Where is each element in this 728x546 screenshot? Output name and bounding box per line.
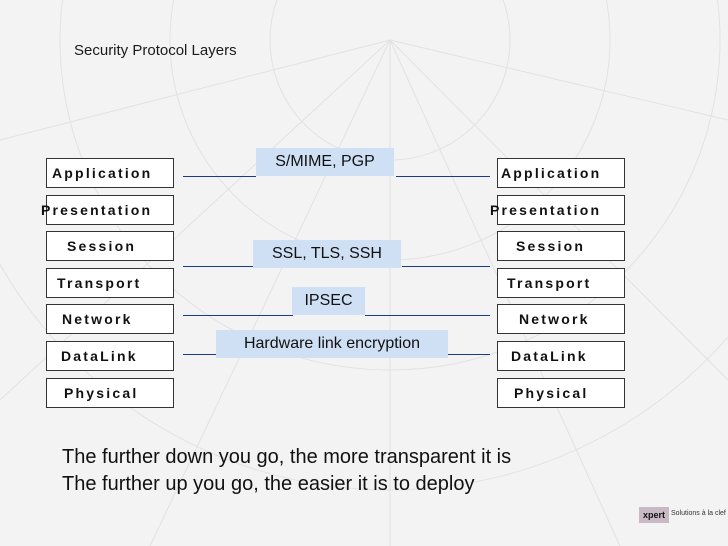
footer-line-2: The further up you go, the easier it is … bbox=[62, 473, 475, 495]
left-layer-presentation: Presentation bbox=[41, 195, 174, 225]
right-layer-transport: Transport bbox=[497, 268, 625, 298]
connector-line bbox=[183, 315, 293, 316]
layer-label: Application bbox=[501, 165, 602, 181]
left-layer-physical: Physical bbox=[46, 378, 174, 408]
layer-label: Session bbox=[516, 238, 586, 254]
protocol-ipsec: IPSEC bbox=[292, 287, 365, 315]
page-title: Security Protocol Layers bbox=[74, 42, 237, 59]
layer-label: Transport bbox=[507, 275, 592, 291]
layer-label: DataLink bbox=[61, 348, 138, 364]
right-layer-session: Session bbox=[497, 231, 625, 261]
layer-label: Physical bbox=[64, 385, 139, 401]
connector-line bbox=[183, 176, 256, 177]
layer-label: Presentation bbox=[490, 202, 602, 218]
protocol-ssl-tls-ssh: SSL, TLS, SSH bbox=[253, 240, 401, 268]
brand-logo: xpert Solutions à la clef bbox=[637, 505, 727, 525]
layer-label: Application bbox=[52, 165, 153, 181]
connector-line bbox=[183, 266, 253, 267]
protocol-smime-pgp: S/MIME, PGP bbox=[256, 148, 394, 176]
left-layer-transport: Transport bbox=[46, 268, 174, 298]
connector-line bbox=[448, 354, 490, 355]
left-layer-session: Session bbox=[46, 231, 174, 261]
connector-line bbox=[365, 315, 490, 316]
right-layer-network: Network bbox=[497, 304, 625, 334]
connector-line bbox=[402, 266, 490, 267]
right-layer-application: Application bbox=[497, 158, 625, 188]
logo-mark: xpert bbox=[639, 507, 669, 523]
connector-line bbox=[183, 354, 216, 355]
left-layer-datalink: DataLink bbox=[46, 341, 174, 371]
left-layer-application: Application bbox=[46, 158, 174, 188]
right-layer-datalink: DataLink bbox=[497, 341, 625, 371]
left-layer-network: Network bbox=[46, 304, 174, 334]
layer-label: Transport bbox=[57, 275, 142, 291]
layer-label: DataLink bbox=[511, 348, 588, 364]
layer-label: Session bbox=[67, 238, 137, 254]
logo-tagline: Solutions à la clef bbox=[671, 510, 726, 517]
layer-label: Network bbox=[62, 311, 133, 327]
layer-label: Physical bbox=[514, 385, 589, 401]
footer-line-1: The further down you go, the more transp… bbox=[62, 446, 512, 468]
layer-label: Presentation bbox=[41, 202, 153, 218]
protocol-hardware-link-encryption: Hardware link encryption bbox=[216, 330, 448, 358]
right-layer-physical: Physical bbox=[497, 378, 625, 408]
right-layer-presentation: Presentation bbox=[490, 195, 625, 225]
connector-line bbox=[396, 176, 490, 177]
layer-label: Network bbox=[519, 311, 590, 327]
